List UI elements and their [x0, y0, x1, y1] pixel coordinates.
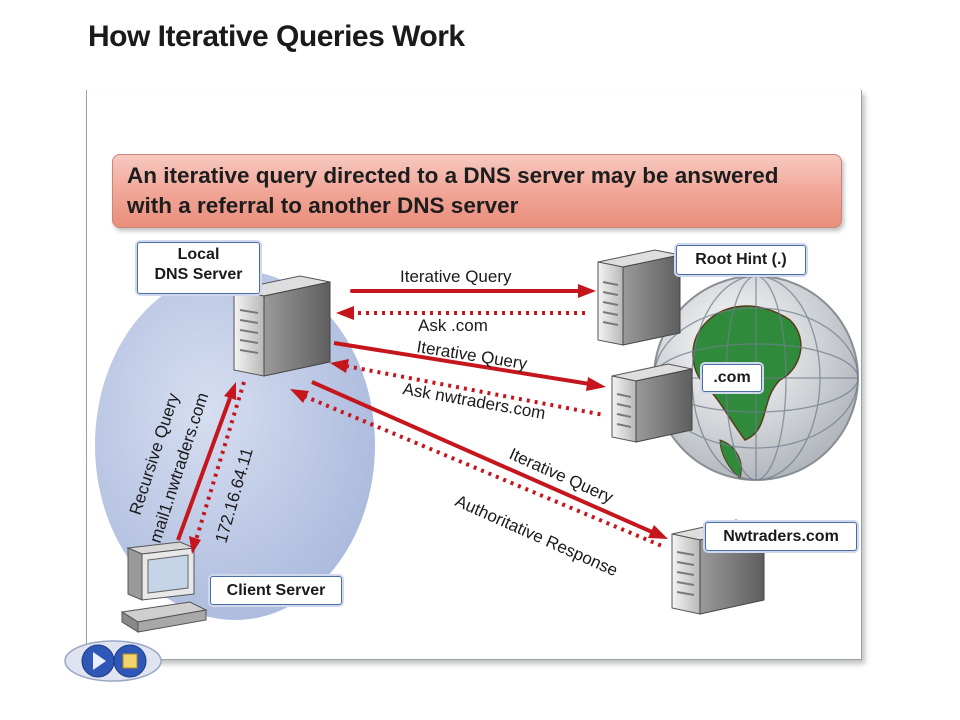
client-server-label: Client Server: [210, 576, 342, 605]
arrow-ip-answer: [194, 381, 246, 541]
arrow-iterative-query-com: [333, 341, 591, 386]
com-label: .com: [702, 364, 762, 392]
client-computer-icon: [120, 541, 208, 633]
local-dns-server-label: Local DNS Server: [137, 242, 260, 294]
com-server-icon: [611, 363, 693, 443]
local-dns-server-label-line1: Local: [177, 246, 220, 263]
play-icon[interactable]: [81, 644, 115, 678]
local-dns-server-label-line2: DNS Server: [154, 266, 243, 283]
slide-navigation: [64, 640, 162, 682]
arrow-ask-nwtraders: [345, 364, 605, 417]
nwtraders-label: Nwtraders.com: [705, 522, 857, 551]
arrow-authoritative-response: [303, 394, 663, 548]
root-hint-server-icon: [597, 249, 681, 346]
label-ask-nwtraders: Ask nwtraders.com: [401, 379, 547, 423]
arrow-iterative-query-nwtraders: [311, 380, 653, 534]
label-authoritative-response: Authoritative Response: [452, 491, 620, 580]
arrows: [176, 284, 668, 554]
page-title: How Iterative Queries Work: [88, 20, 465, 53]
arrow-recursive-query: [176, 397, 232, 541]
description-banner: An iterative query directed to a DNS ser…: [112, 154, 842, 228]
label-iterative-query-2: Iterative Query: [415, 337, 529, 373]
label-ask-com: Ask .com: [418, 316, 488, 335]
root-hint-label: Root Hint (.): [676, 245, 806, 275]
label-iterative-query-1: Iterative Query: [400, 267, 512, 286]
stop-icon[interactable]: [113, 644, 147, 678]
